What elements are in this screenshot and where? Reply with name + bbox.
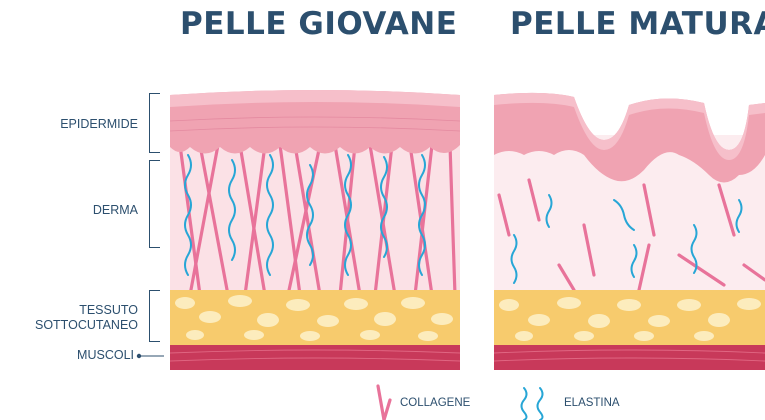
young-skin-cross-section (170, 85, 460, 370)
label-subcutaneous-line1: TESSUTO (35, 303, 138, 318)
title-mature-skin: PELLE MATURA (510, 6, 765, 42)
elastin-legend-icon (514, 386, 554, 420)
elastin-legend-label: ELASTINA (564, 397, 620, 409)
muscle-pointer-icon (136, 353, 164, 359)
label-dermis: DERMA (93, 203, 138, 218)
label-subcutaneous-tissue: TESSUTO SOTTOCUTANEO (35, 303, 138, 333)
collagen-legend-label: COLLAGENE (400, 397, 470, 409)
label-epidermis: EPIDERMIDE (60, 117, 138, 132)
label-muscles: MUSCOLI (77, 348, 134, 363)
bracket-dermis (149, 160, 160, 248)
young-muscle-layer (170, 345, 460, 370)
bracket-subcutaneous (149, 290, 160, 342)
bracket-epidermis (149, 93, 160, 153)
mature-skin-cross-section (494, 85, 765, 370)
mature-muscle-layer (494, 345, 765, 370)
label-subcutaneous-line2: SOTTOCUTANEO (35, 318, 138, 333)
title-young-skin: PELLE GIOVANE (180, 6, 457, 42)
collagen-legend-icon (368, 382, 398, 420)
